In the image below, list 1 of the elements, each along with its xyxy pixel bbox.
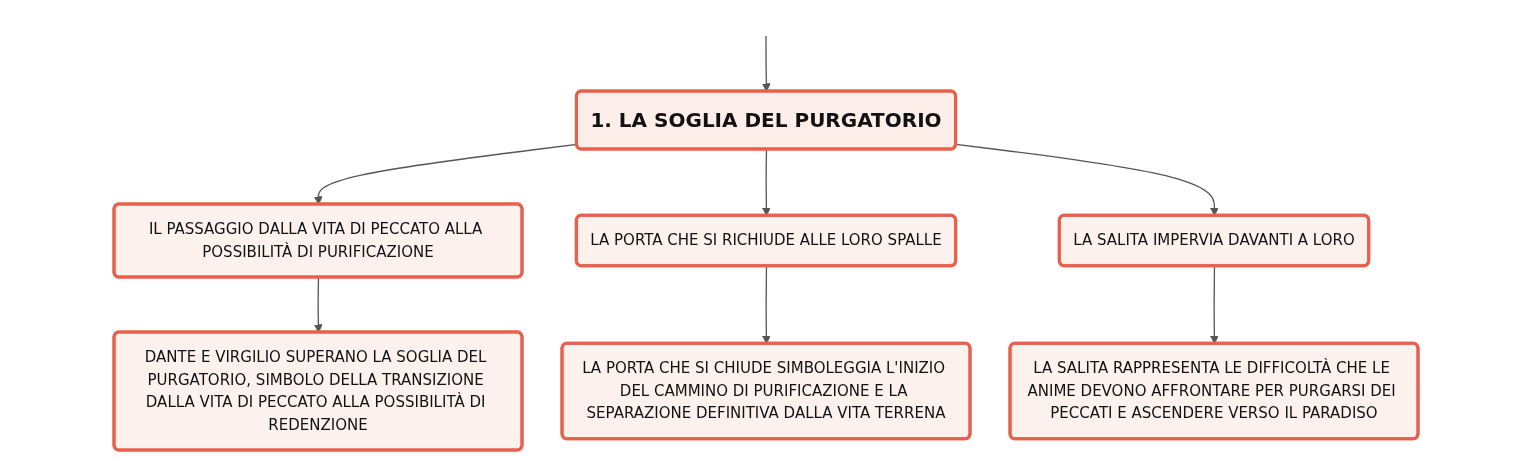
arrow bbox=[761, 35, 771, 92]
